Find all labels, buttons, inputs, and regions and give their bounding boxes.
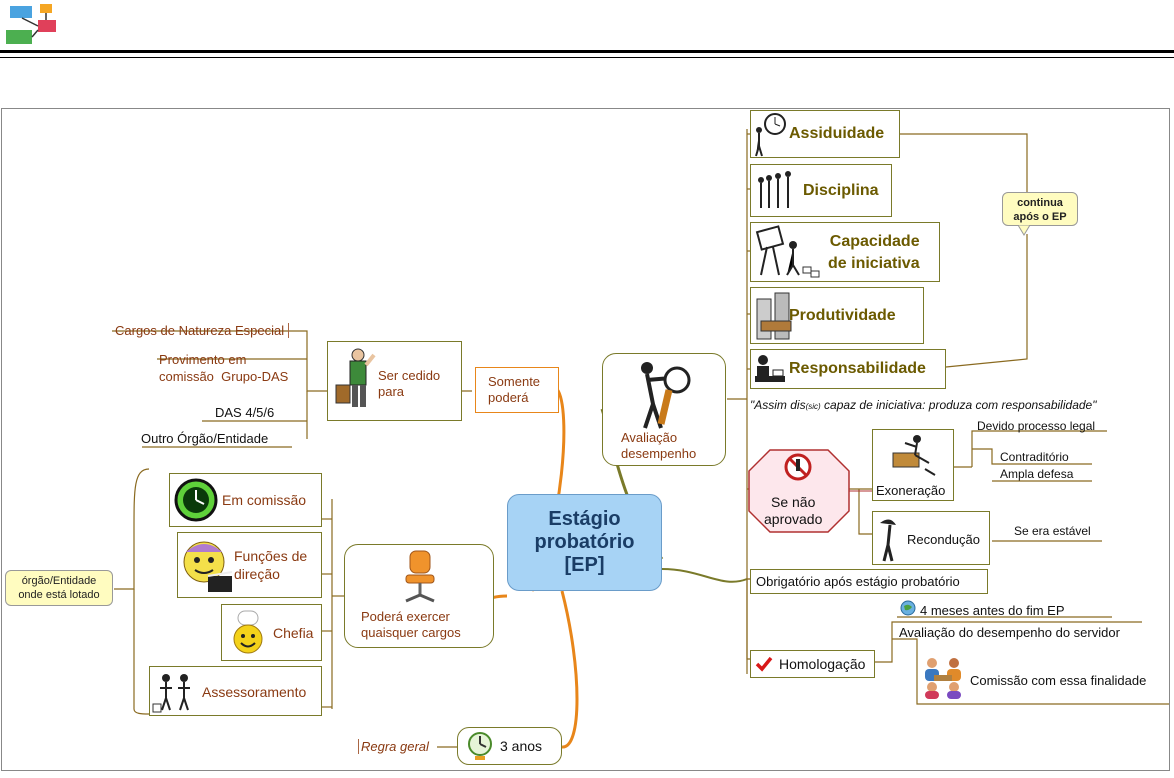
homologacao-node[interactable]: Homologação	[750, 650, 875, 678]
connector-lines	[112, 129, 1169, 749]
header-rule	[0, 50, 1174, 53]
responsabilidade-node[interactable]: Responsabilidade	[750, 349, 946, 389]
clock-icon	[468, 732, 492, 760]
reconducao-label: Recondução	[907, 532, 980, 547]
stopwatch-icon	[174, 478, 218, 522]
assiduidade-label: Assiduidade	[789, 125, 885, 142]
somente-podera-node[interactable]: Somente poderá	[475, 367, 559, 413]
no-entry-icon	[784, 453, 812, 481]
capacidade-iniciativa-node[interactable]: Capacidade de iniciativa	[750, 222, 940, 282]
easel-icon	[755, 225, 820, 278]
se-era-estavel: Se era estável	[1014, 524, 1091, 538]
traveler-icon	[335, 348, 376, 407]
avaliacao-desempenho-node[interactable]: Avaliação desempenho	[602, 353, 726, 466]
group-people-icon	[758, 171, 791, 208]
podera-exercer-label: Poderá exercer quaisquer cargos	[361, 609, 461, 640]
quote-sic: (sic)	[805, 402, 821, 411]
chefia-node[interactable]: Chefia	[221, 604, 322, 661]
quote-text: "Assim dis(sic) capaz de iniciativa: pro…	[750, 398, 1096, 412]
exoneracao-label: Exoneração	[876, 483, 946, 498]
responsabilidade-label: Responsabilidade	[789, 360, 926, 377]
app-logo-icon	[6, 4, 56, 44]
disciplina-label: Disciplina	[803, 182, 879, 199]
exoneracao-node[interactable]: Exoneração	[872, 429, 954, 501]
devido-processo-legal: Devido processo legal	[977, 419, 1096, 433]
ser-cedido-label: Ser cedido para	[378, 368, 441, 399]
cargos-natureza-especial: Cargos de Natureza Especial	[115, 323, 290, 338]
ser-cedido-node[interactable]: Ser cedido para	[327, 341, 462, 421]
provimento-comissao: Provimento em comissão Grupo-DAS	[159, 352, 289, 384]
produtividade-label: Produtividade	[789, 307, 896, 324]
ampla-defesa: Ampla defesa	[1000, 467, 1074, 481]
meeting-icon	[925, 658, 961, 699]
homologacao-label: Homologação	[779, 656, 866, 672]
quote-part-a: "Assim dis	[750, 398, 806, 412]
funcoes-direcao-label: Funções de direção	[234, 548, 308, 582]
obrigatorio-node[interactable]: Obrigatório após estágio probatório	[750, 569, 988, 594]
office-chair-icon	[405, 550, 435, 603]
avaliacao-desempenho-label: Avaliação desempenho	[621, 430, 697, 461]
disciplina-node[interactable]: Disciplina	[750, 164, 892, 217]
tres-anos-node[interactable]: 3 anos	[457, 727, 562, 765]
contraditorio: Contraditório	[1000, 450, 1069, 464]
quote-part-b: capaz de iniciativa: produza com respons…	[820, 398, 1097, 412]
podera-exercer-node[interactable]: Poderá exercer quaisquer cargos	[344, 544, 494, 648]
assiduidade-node[interactable]: Assiduidade	[750, 110, 900, 158]
note-pointer	[1018, 225, 1031, 236]
desk-person-icon	[755, 355, 785, 382]
regra-geral-label: Regra geral	[358, 739, 429, 754]
se-nao-aprovado-label: Se não aprovado	[764, 494, 823, 527]
assistant-figures-icon	[152, 674, 190, 713]
emoji-director-icon	[183, 541, 233, 592]
chefia-label: Chefia	[273, 625, 314, 641]
chef-smiley-icon	[233, 610, 263, 654]
mindmap-canvas: Estágio probatório [EP] Somente poderá S…	[1, 108, 1170, 771]
header-rule-thin	[0, 57, 1174, 58]
somente-podera-label: Somente poderá	[488, 374, 541, 405]
demolition-icon	[892, 435, 936, 476]
tres-anos-label: 3 anos	[500, 738, 543, 754]
orgao-entidade-note: órgão/Entidade onde está lotado	[5, 570, 113, 606]
avaliacao-servidor: Avaliação do desempenho do servidor	[899, 625, 1120, 640]
em-comissao-node[interactable]: Em comissão	[169, 473, 322, 527]
continua-apos-ep-note: continua após o EP	[1002, 192, 1078, 226]
factory-icon	[756, 292, 792, 340]
das-456: DAS 4/5/6	[215, 405, 275, 420]
funcoes-direcao-node[interactable]: Funções de direção	[177, 532, 322, 598]
capacidade-iniciativa-label: Capacidade de iniciativa	[828, 233, 920, 272]
quatro-meses: 4 meses antes do fim EP	[920, 603, 1065, 618]
comissao-finalidade: Comissão com essa finalidade	[970, 673, 1147, 688]
assessoramento-label: Assessoramento	[202, 684, 307, 700]
clock-person-icon	[755, 113, 786, 157]
central-topic[interactable]: Estágio probatório [EP]	[507, 494, 662, 591]
globe-icon	[900, 600, 916, 616]
magnifier-person-icon	[641, 362, 691, 429]
se-nao-aprovado-shape[interactable]	[748, 449, 850, 533]
checkmark-icon	[755, 656, 773, 672]
outro-orgao: Outro Órgão/Entidade	[141, 431, 269, 446]
obrigatorio-label: Obrigatório após estágio probatório	[756, 574, 960, 589]
produtividade-node[interactable]: Produtividade	[750, 287, 924, 344]
em-comissao-label: Em comissão	[222, 492, 307, 508]
assessoramento-node[interactable]: Assessoramento	[149, 666, 322, 716]
bowing-person-icon	[880, 519, 896, 562]
reconducao-node[interactable]: Recondução	[872, 511, 990, 565]
